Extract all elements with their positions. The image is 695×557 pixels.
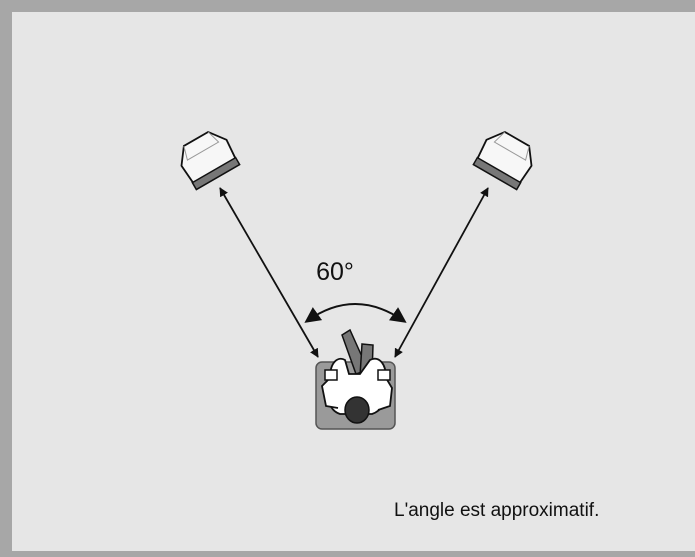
angle-arc-arrow [304, 303, 407, 323]
right-distance-arrow [394, 187, 489, 358]
right-speaker-icon [472, 130, 533, 191]
left-speaker-icon [180, 130, 241, 191]
angle-label: 60° [316, 258, 354, 286]
left-distance-arrow [219, 187, 319, 358]
caption-text: L'angle est approximatif. [394, 500, 600, 521]
listener-chair-icon [315, 328, 396, 430]
